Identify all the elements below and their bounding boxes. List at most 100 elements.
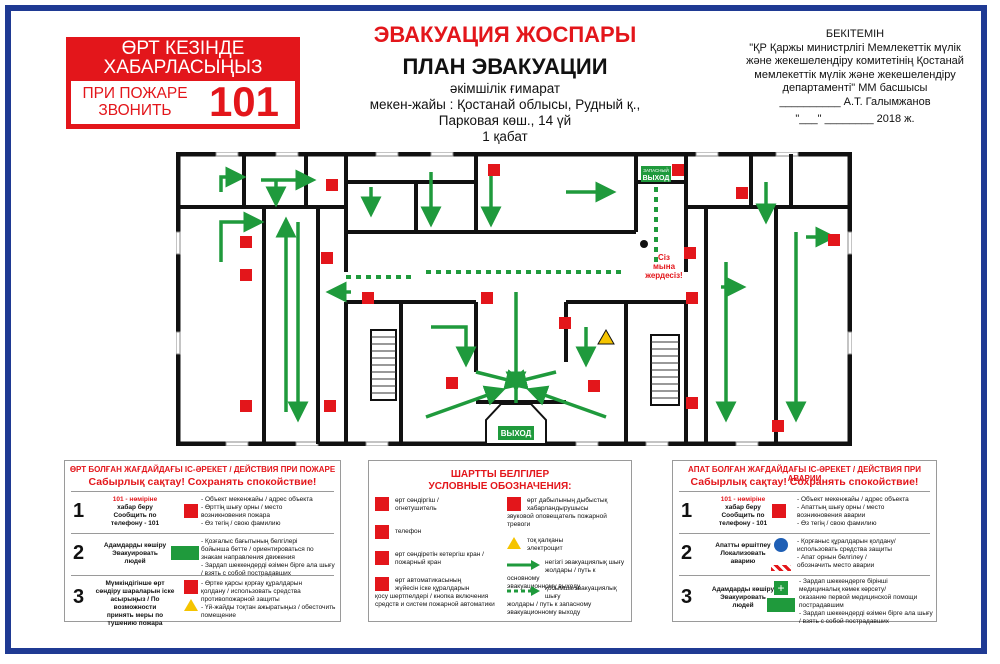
phone-icon <box>240 400 252 412</box>
alarm-button-icon <box>324 400 336 412</box>
floor-plan: ЗАПАСНЫЙ ВЫХОД ВЫХОД Сіз мына жердесіз! <box>176 152 852 446</box>
emergency-step-1-desc-line3: возникновения аварии <box>797 512 866 519</box>
main-exit-sign <box>498 426 534 440</box>
emergency-step-3-desc-line2: медициналық көмек көрсету/ <box>799 586 887 593</box>
fire-step-3-number: 3 <box>73 586 85 608</box>
you-are-here-line1: Сіз <box>658 253 670 262</box>
emergency-step-1-action-line4: телефону - 101 <box>718 520 768 527</box>
fire-step-1-desc-line2: - Өрттің шығу орны / место <box>201 504 283 511</box>
emergency-step-3: 3 Адамдарды көшіру Эвакуировать людей + … <box>679 575 933 625</box>
electric-hazard-icon <box>597 328 615 345</box>
fire-step-2-action-line3: людей <box>124 558 146 565</box>
emergency-step-3-number: 3 <box>681 586 693 608</box>
fire-actions-panel: ӨРТ БОЛҒАН ЖАҒДАЙДАҒЫ ІС-ӘРЕКЕТ / ДЕЙСТВ… <box>64 460 341 627</box>
fire-step-1-action-line4: телефону - 101 <box>110 520 160 527</box>
emergency-step-3-action-line3: людей <box>732 602 754 609</box>
legend-item-extinguisher: өрт сөндіргіш / огнетушитель <box>375 497 495 513</box>
phone-icon <box>736 187 748 199</box>
approval-line3: мемлекеттік мүлік және жекешелендіру <box>754 68 956 81</box>
legend-item-spare-route: қосымша эвакуациялық шығу жолдары / путь… <box>507 585 617 616</box>
fire-step-2-desc-line3: знакам направления движения <box>201 554 295 561</box>
alarm-ru-line1: ПРИ ПОЖАРЕ <box>82 85 188 102</box>
you-are-here-line3: жердесіз! <box>644 271 682 280</box>
alarm-button-icon <box>672 164 684 176</box>
alarm-button-icon <box>686 292 698 304</box>
fire-step-2-desc-line2: бойынша бетте / ориентироваться по <box>201 546 314 553</box>
manual-call-point-icon <box>375 577 389 591</box>
emergency-step-1-number: 1 <box>681 500 693 522</box>
first-aid-icon: + <box>774 581 788 595</box>
approval-line1: "ҚР Қаржы министрлігі Мемлекеттік мүлік <box>749 41 961 54</box>
emergency-step-2-action-line1: Апатты өршітпеу <box>715 542 771 549</box>
fire-step-3-desc-line1: - Өртке қарсы қорғау құралдарын <box>201 580 303 587</box>
alarm-button-icon <box>321 252 333 264</box>
alarm-number: 101 <box>208 78 280 125</box>
alarm-button-icon <box>684 247 696 259</box>
emergency-step-2-action-line3: аварию <box>730 558 756 565</box>
alarm-title-kz-line1: ӨРТ КЕЗІНДЕ <box>121 38 245 59</box>
alarm-button-icon <box>240 236 252 248</box>
phone-icon <box>240 269 252 281</box>
fire-step-1-desc-line1: - Объект мекенжайы / адрес объекта <box>201 496 313 503</box>
emergency-step-1-desc-line2: - Апаттың шығу орны / место <box>797 504 885 511</box>
emergency-actions-panel: АПАТ БОЛҒАН ЖАҒДАЙДАҒЫ ІС-ӘРЕКЕТ / ДЕЙСТ… <box>672 460 937 625</box>
fire-step-1-desc-line4: - Өз тегің / свою фамилию <box>201 520 281 527</box>
fire-step-2-action-line2: Эвакуировать <box>112 550 158 557</box>
alarm-button-icon <box>686 397 698 409</box>
phone-icon <box>326 179 338 191</box>
fire-step-3-desc-line4: - Үй-жайды тоқтан ажыратыңыз / обесточит… <box>201 604 336 619</box>
fire-hydrant-icon <box>375 551 389 565</box>
emergency-step-3-action-line1: Адамдарды көшіру <box>711 586 775 593</box>
emergency-step-2-desc-line2: использовать средства защиты <box>797 546 892 553</box>
legend-title-kz: ШАРТТЫ БЕЛГІЛЕР <box>450 469 550 480</box>
approval-block: БЕКІТЕМІН "ҚР Қаржы министрлігі Мемлекет… <box>730 28 980 127</box>
emergency-step-1-desc-line4: - Өз тегің / свою фамилию <box>797 520 877 527</box>
building-type: әкімшілік ғимарат <box>449 81 561 96</box>
phone-icon <box>446 377 458 389</box>
approval-line4: департаменті" ММ басшысы <box>782 82 928 94</box>
fire-step-3-action-line3: асырыңыз / По возможности <box>110 596 160 611</box>
emergency-step-1-action-line2: хабар беру <box>725 504 761 511</box>
legend-title-ru: УСЛОВНЫЕ ОБОЗНАЧЕНИЯ: <box>428 481 572 492</box>
fire-step-1-number: 1 <box>73 500 85 522</box>
approval-line5: __________ А.Т. Галымжанов <box>779 95 931 108</box>
protective-equipment-icon <box>774 538 788 552</box>
phone-icon <box>184 504 198 518</box>
fire-step-3-action-line4: принять меры по тушению пожара <box>106 612 164 627</box>
phone-icon <box>375 525 389 539</box>
legend-item-call-point: өрт автоматикасының жүйесін іске құралда… <box>375 577 495 608</box>
emergency-step-3-desc-line3: оказание первой медицинской помощи постр… <box>799 594 918 609</box>
emergency-step-1-action-line1: 101 - нөміріне <box>720 496 766 503</box>
fire-extinguisher-icon <box>828 234 840 246</box>
fire-extinguisher-icon <box>559 317 571 329</box>
fire-extinguisher-icon <box>375 497 389 511</box>
approval-line6: "___" ________ 2018 ж. <box>795 113 915 125</box>
legend-item-electric: тоқ қалқаны электрощит <box>507 537 629 553</box>
fire-step-2-action-line1: Адамдарды көшіру <box>103 542 167 549</box>
floor-label: 1 қабат <box>482 129 528 144</box>
fire-step-1: 1 101 - нөміріне хабар беру Сообщить по … <box>71 491 334 532</box>
alarm-title-kz-line2: ХАБАРЛАСЫҢЫЗ <box>103 57 263 78</box>
legend-item-phone: телефон <box>375 525 495 539</box>
emergency-step-3-desc-line4: - Зардап шеккендерді өзімен бірге ала шы… <box>799 610 933 625</box>
phone-icon <box>588 380 600 392</box>
phone-icon <box>488 164 500 176</box>
barrier-tape-icon <box>771 565 791 571</box>
poster-frame <box>5 5 987 654</box>
emergency-step-3-action-line2: Эвакуировать <box>720 594 766 601</box>
windows <box>176 152 852 446</box>
legend-item-sounder: өрт дабылының дыбыстық хабарландырушысы … <box>507 497 608 528</box>
fire-panel-subtitle: Сабырлық сақтау! Сохранять спокойствие! <box>88 476 317 488</box>
main-evacuation-routes <box>219 166 837 428</box>
exit-sign-icon <box>171 546 199 560</box>
title-kz: ЭВАКУАЦИЯ ЖОСПАРЫ <box>373 22 637 47</box>
emergency-panel-title: АПАТ БОЛҒАН ЖАҒДАЙДАҒЫ ІС-ӘРЕКЕТ / ДЕЙСТ… <box>688 465 921 483</box>
fire-step-1-action-line1: 101 - нөміріне <box>112 496 158 503</box>
phone-icon <box>772 420 784 432</box>
plan-symbols <box>240 164 840 432</box>
approval-title: БЕКІТЕМІН <box>825 28 885 40</box>
main-exit-label: ВЫХОД <box>501 429 532 438</box>
emergency-step-1-desc-line1: - Объект мекенжайы / адрес объекта <box>797 496 909 503</box>
electric-hazard-icon <box>184 599 198 611</box>
alarm-sounder-icon <box>507 497 521 511</box>
